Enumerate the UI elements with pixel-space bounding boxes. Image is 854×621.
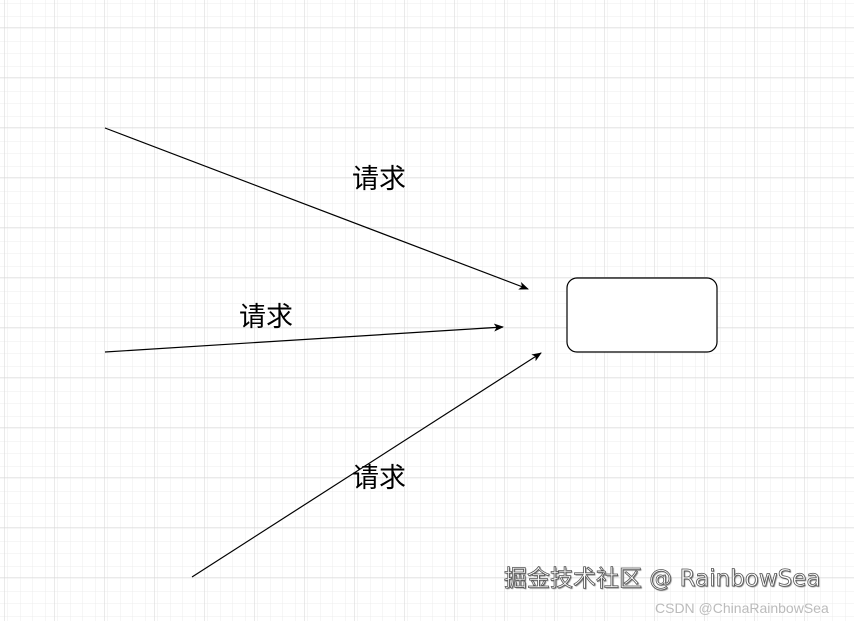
- edge-label-bottom: 请求: [352, 463, 406, 494]
- watermark-primary: 掘金技术社区 @ RainbowSea: [504, 566, 821, 593]
- watermark-secondary: CSDN @ChinaRainbowSea: [655, 600, 829, 616]
- edge-label-middle: 请求: [239, 302, 293, 333]
- request-arrow-bottom[interactable]: [191, 352, 542, 578]
- server-box[interactable]: [566, 277, 718, 353]
- request-arrow-middle[interactable]: [104, 323, 504, 353]
- edge-label-top: 请求: [352, 164, 406, 195]
- request-arrow-top[interactable]: [104, 127, 529, 290]
